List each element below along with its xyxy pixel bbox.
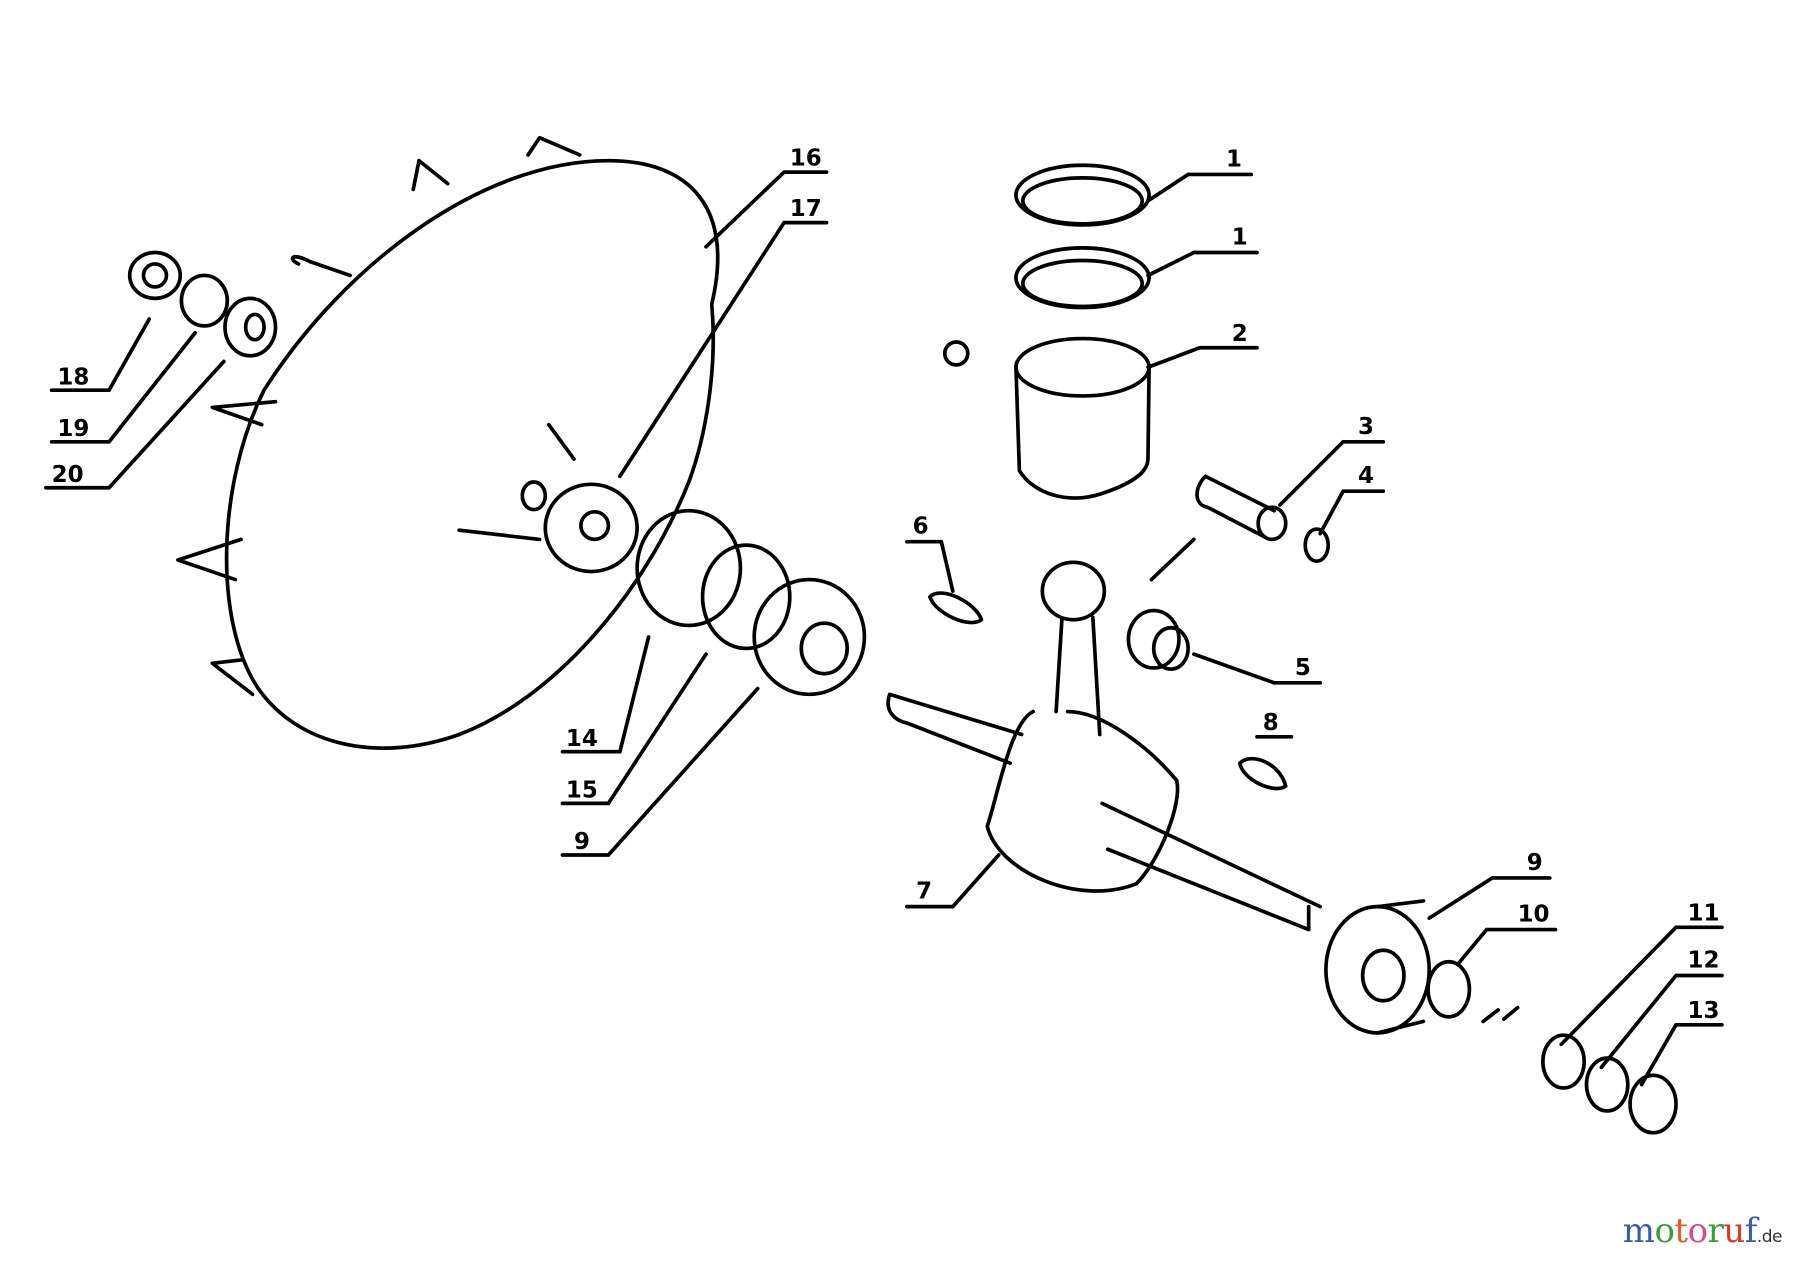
callout-15: 15 — [566, 778, 598, 804]
callout-1-upper: 1 — [1226, 146, 1242, 172]
watermark-letter: m — [1622, 1211, 1655, 1251]
callout-8: 8 — [1263, 710, 1279, 736]
watermark-letter: t — [1674, 1211, 1688, 1251]
bearing-right — [1324, 899, 1520, 1035]
watermark-letter: r — [1707, 1211, 1724, 1251]
watermark-suffix: .de — [1756, 1227, 1783, 1247]
callout-12: 12 — [1688, 947, 1720, 973]
watermark-letter: f — [1744, 1211, 1758, 1251]
woodruff-key-6 — [928, 591, 984, 625]
piston-pin — [1195, 474, 1331, 564]
woodruff-key-8 — [1237, 756, 1288, 791]
needle-bearing — [1126, 608, 1190, 671]
callout-13: 13 — [1688, 998, 1720, 1024]
piston — [942, 336, 1151, 500]
callout-16: 16 — [790, 145, 822, 171]
nut-washer-group — [127, 250, 278, 358]
watermark-text: motoruf — [1622, 1211, 1758, 1251]
callout-5: 5 — [1295, 655, 1311, 681]
watermark-letter: u — [1723, 1211, 1745, 1251]
callout-14: 14 — [566, 726, 598, 752]
flywheel-fan — [176, 135, 720, 750]
callout-20: 20 — [52, 462, 84, 488]
callout-10: 10 — [1518, 902, 1550, 928]
crankshaft — [886, 537, 1322, 932]
callout-2: 2 — [1232, 321, 1248, 347]
callout-labels: 16 17 1 1 2 3 4 6 5 8 7 9 10 11 12 13 14… — [52, 145, 1720, 1024]
callout-19: 19 — [57, 416, 89, 442]
watermark-letter: o — [1654, 1211, 1675, 1251]
callout-1-lower: 1 — [1232, 224, 1248, 250]
callout-7: 7 — [916, 879, 932, 905]
callout-17: 17 — [790, 196, 822, 222]
piston-rings — [1014, 163, 1151, 310]
bearing-left — [635, 508, 867, 697]
leader-lines — [44, 170, 1724, 1087]
callout-9-right: 9 — [1527, 850, 1543, 876]
watermark-letter: o — [1687, 1211, 1708, 1251]
callout-3: 3 — [1358, 414, 1374, 440]
callout-4: 4 — [1358, 463, 1374, 489]
callout-18: 18 — [57, 364, 89, 390]
callout-6: 6 — [913, 514, 929, 540]
watermark-logo: motoruf.de — [1622, 1211, 1783, 1251]
nut-washer-right — [1541, 1033, 1678, 1135]
callout-9-left: 9 — [574, 829, 590, 855]
callout-11: 11 — [1688, 900, 1720, 926]
